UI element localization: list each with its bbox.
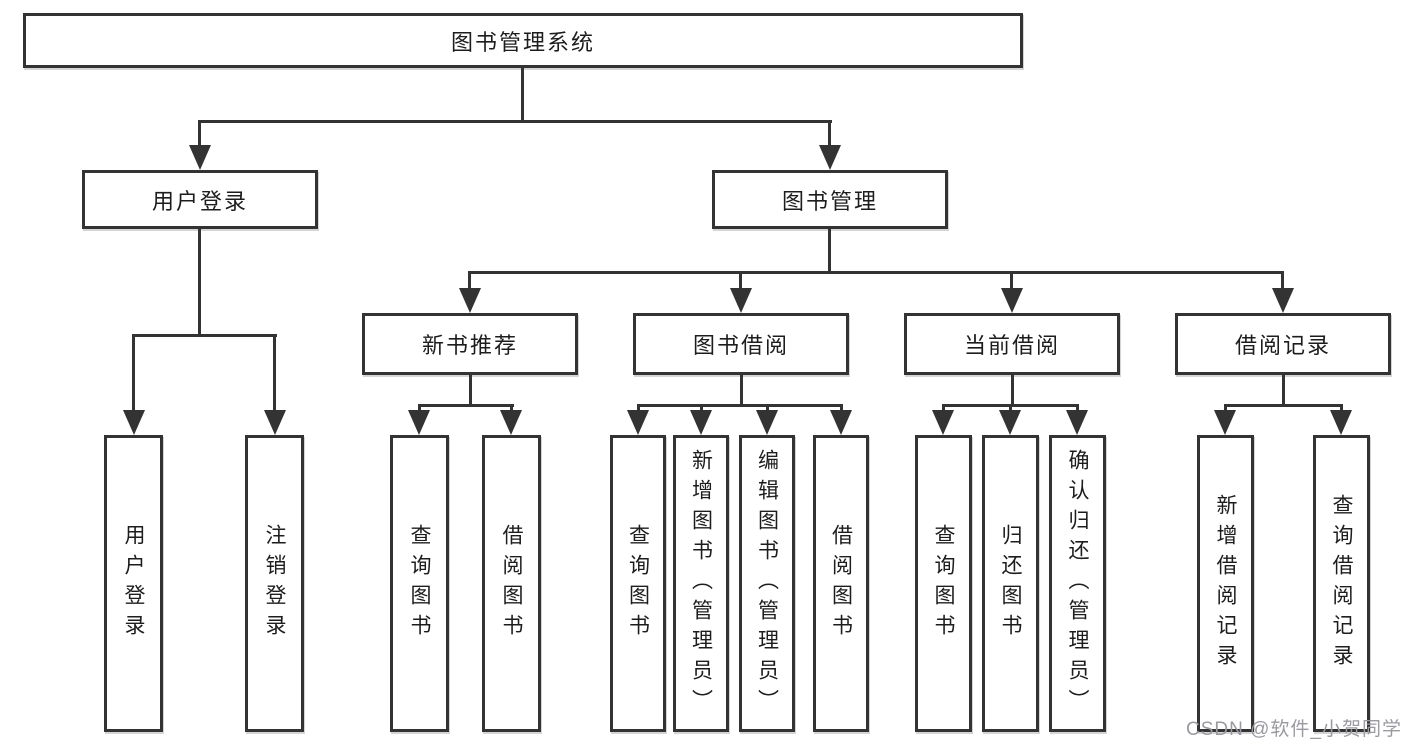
leaf-label: 查询图书 xyxy=(932,523,955,644)
csdn-watermark: CSDN @软件_小贺同学 xyxy=(1186,719,1402,740)
connector-line xyxy=(739,271,742,293)
connector-line xyxy=(828,229,831,274)
arrow-down-icon xyxy=(264,410,286,435)
node-new-book-recommend: 新书推荐 xyxy=(362,313,578,375)
leaf-label: 归还图书 xyxy=(999,523,1022,644)
arrow-down-icon xyxy=(830,410,852,435)
connector-line xyxy=(1010,271,1013,293)
leaf-query-books-recommend: 查询图书 xyxy=(390,435,449,732)
leaf-label: 注销登录 xyxy=(263,523,286,644)
node-label: 借阅记录 xyxy=(1234,333,1331,358)
leaf-query-books-current: 查询图书 xyxy=(915,435,972,732)
leaf-add-books-admin: 新增图书（管理员） xyxy=(673,435,729,732)
connector-line xyxy=(132,334,277,337)
leaf-label: 借阅图书 xyxy=(829,523,853,644)
node-borrowing-records: 借阅记录 xyxy=(1175,313,1391,375)
connector-line xyxy=(468,271,471,293)
connector-line xyxy=(840,404,843,414)
connector-line xyxy=(740,375,743,407)
node-label: 图书借阅 xyxy=(692,333,789,358)
connector-line xyxy=(521,68,524,122)
leaf-query-borrow-record: 查询借阅记录 xyxy=(1313,435,1370,732)
leaf-label: 查询图书 xyxy=(626,523,650,644)
node-book-management: 图书管理 xyxy=(712,170,948,229)
arrow-down-icon xyxy=(756,410,778,435)
arrow-down-icon xyxy=(999,410,1021,435)
connector-line xyxy=(510,404,513,414)
node-current-borrowing: 当前借阅 xyxy=(904,313,1120,375)
leaf-user-login: 用户登录 xyxy=(104,435,163,732)
connector-line xyxy=(1224,404,1227,414)
connector-line xyxy=(700,404,703,414)
leaf-label: 新增借阅记录 xyxy=(1214,493,1237,674)
leaf-label: 借阅图书 xyxy=(500,523,523,644)
arrow-down-icon xyxy=(408,410,430,435)
arrow-down-icon xyxy=(1001,288,1023,313)
arrow-down-icon xyxy=(932,410,954,435)
node-label: 图书管理 xyxy=(781,188,878,214)
arrow-down-icon xyxy=(819,145,841,170)
leaf-return-books: 归还图书 xyxy=(982,435,1039,732)
connector-line xyxy=(198,120,832,123)
connector-line xyxy=(1011,375,1014,407)
node-label: 用户登录 xyxy=(151,188,248,214)
leaf-label: 用户登录 xyxy=(122,523,145,644)
connector-line xyxy=(418,404,421,414)
node-user-login: 用户登录 xyxy=(82,170,318,229)
arrow-down-icon xyxy=(1214,410,1236,435)
node-label: 当前借阅 xyxy=(963,333,1060,358)
arrow-down-icon xyxy=(627,410,649,435)
connector-line xyxy=(1224,404,1343,407)
leaf-borrow-books-recommend: 借阅图书 xyxy=(482,435,541,732)
arrow-down-icon xyxy=(730,288,752,313)
arrow-down-icon xyxy=(459,288,481,313)
leaf-label: 新增图书（管理员） xyxy=(689,448,713,719)
connector-line xyxy=(418,404,514,407)
leaf-label: 确认归还（管理员） xyxy=(1066,448,1089,719)
leaf-label: 编辑图书（管理员） xyxy=(755,448,779,719)
connector-line xyxy=(637,404,843,407)
leaf-label: 查询借阅记录 xyxy=(1330,493,1353,674)
arrow-down-icon xyxy=(1066,410,1088,435)
arrow-down-icon xyxy=(189,145,211,170)
leaf-borrow-books-borrowing: 借阅图书 xyxy=(813,435,869,732)
node-book-borrowing: 图书借阅 xyxy=(633,313,849,375)
connector-line xyxy=(828,120,831,147)
node-label: 新书推荐 xyxy=(421,333,518,358)
connector-line xyxy=(1009,404,1012,414)
leaf-logout: 注销登录 xyxy=(245,435,304,732)
connector-line xyxy=(766,404,769,414)
leaf-add-borrow-record: 新增借阅记录 xyxy=(1197,435,1254,732)
connector-line xyxy=(132,334,135,412)
connector-line xyxy=(1340,404,1343,414)
connector-line xyxy=(198,229,201,337)
connector-line xyxy=(198,120,201,147)
connector-line xyxy=(637,404,640,414)
connector-line xyxy=(469,375,472,407)
connector-line xyxy=(1076,404,1079,414)
connector-line xyxy=(273,334,276,412)
node-book-management-system: 图书管理系统 xyxy=(23,13,1023,68)
arrow-down-icon xyxy=(123,410,145,435)
leaf-query-books-borrowing: 查询图书 xyxy=(610,435,666,732)
arrow-down-icon xyxy=(1330,410,1352,435)
connector-line xyxy=(942,404,945,414)
leaf-confirm-return-admin: 确认归还（管理员） xyxy=(1049,435,1106,732)
leaf-label: 查询图书 xyxy=(408,523,431,644)
connector-line xyxy=(1282,375,1285,407)
leaf-edit-books-admin: 编辑图书（管理员） xyxy=(739,435,795,732)
node-label: 图书管理系统 xyxy=(450,29,595,55)
arrow-down-icon xyxy=(690,410,712,435)
connector-line xyxy=(1281,271,1284,293)
arrow-down-icon xyxy=(500,410,522,435)
arrow-down-icon xyxy=(1272,288,1294,313)
connector-line xyxy=(468,271,1284,274)
